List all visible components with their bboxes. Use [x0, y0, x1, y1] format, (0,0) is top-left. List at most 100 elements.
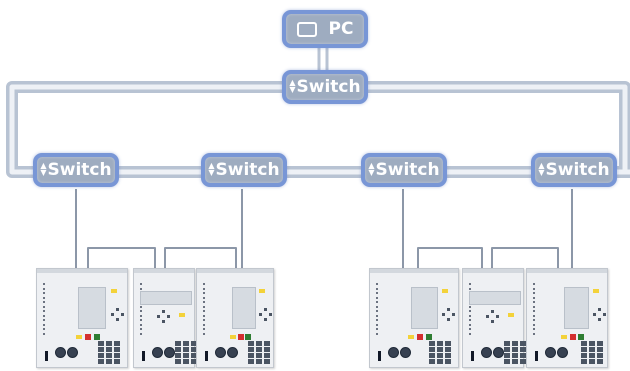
device-top-strip — [37, 269, 127, 273]
rotary-knob — [152, 347, 163, 358]
keypad-key — [581, 341, 588, 346]
switch-4[interactable]: ▲▼ Switch — [531, 153, 617, 187]
status-led — [203, 310, 205, 312]
keypad-key — [581, 347, 588, 352]
keypad-key — [445, 341, 452, 346]
nav-key — [490, 320, 494, 323]
keypad-key — [113, 347, 120, 352]
keypad-key — [437, 347, 444, 352]
rotary-knob — [227, 347, 238, 358]
keypad-key — [589, 353, 596, 358]
status-led — [533, 301, 535, 303]
function-key — [507, 313, 514, 317]
status-led — [533, 292, 535, 294]
trip-button — [237, 334, 244, 340]
rotary-knob — [557, 347, 568, 358]
status-led — [203, 292, 205, 294]
keypad-key — [174, 353, 181, 358]
keypad-key — [248, 341, 255, 346]
usb-port — [378, 351, 381, 361]
keypad-key — [190, 347, 197, 352]
status-led — [43, 292, 45, 294]
device-display — [78, 287, 107, 329]
keypad-key — [503, 347, 510, 352]
switch-2[interactable]: ▲▼ Switch — [201, 153, 287, 187]
keypad-key — [597, 359, 604, 364]
device-top-strip — [197, 269, 273, 273]
keypad-key — [105, 359, 112, 364]
keypad-key — [429, 347, 436, 352]
status-led — [376, 296, 378, 299]
close-button — [577, 334, 584, 340]
function-key — [178, 313, 185, 317]
switch-core[interactable]: ▲▼ Switch — [282, 70, 368, 104]
trip-button — [416, 334, 423, 340]
keypad-key — [97, 347, 104, 352]
keypad-key — [113, 359, 120, 364]
nav-key — [121, 313, 125, 316]
usb-port — [45, 351, 48, 361]
keypad-key — [264, 347, 271, 352]
status-led — [469, 314, 471, 317]
protection-relay-device[interactable] — [369, 268, 459, 368]
switch-arrows-icon: ▲▼ — [208, 161, 215, 177]
device-top-strip — [527, 269, 607, 273]
keypad-key — [511, 359, 518, 364]
status-led — [43, 310, 45, 312]
function-key — [442, 289, 448, 293]
keypad-key — [190, 353, 197, 358]
status-led — [203, 314, 205, 317]
keypad-key — [519, 347, 526, 352]
switch-label: Switch — [47, 160, 112, 180]
drop-lines — [75, 189, 573, 268]
nav-key — [447, 308, 451, 311]
rotary-knob — [55, 347, 66, 358]
keypad-key — [256, 359, 263, 364]
status-led — [533, 296, 535, 299]
status-led — [533, 305, 535, 308]
alarm-key — [407, 335, 414, 339]
keypad-key — [256, 347, 263, 352]
status-led — [203, 301, 205, 303]
pc-node[interactable]: PC — [282, 10, 368, 48]
switch-arrows-icon: ▲▼ — [368, 161, 375, 177]
keypad-key — [174, 341, 181, 346]
status-led — [203, 328, 205, 330]
keypad-key — [519, 341, 526, 346]
protection-relay-device[interactable] — [196, 268, 274, 368]
status-led — [43, 328, 45, 330]
keypad-key — [97, 359, 104, 364]
nav-key — [166, 315, 170, 318]
status-led — [203, 305, 205, 308]
protection-relay-device[interactable] — [36, 268, 128, 368]
protection-relay-device[interactable] — [462, 268, 526, 368]
status-led — [533, 332, 535, 335]
status-led — [140, 328, 142, 330]
nav-key — [264, 308, 268, 311]
keypad-key — [519, 359, 526, 364]
switch-1[interactable]: ▲▼ Switch — [33, 153, 119, 187]
nav-key — [602, 313, 606, 316]
status-led — [469, 283, 471, 285]
usb-port — [205, 351, 208, 361]
switch-arrows-icon: ▲▼ — [40, 161, 47, 177]
protection-relay-device[interactable] — [526, 268, 608, 368]
nav-key — [597, 318, 601, 321]
device-display — [410, 287, 438, 329]
status-led — [376, 305, 378, 308]
status-led — [469, 310, 471, 312]
keypad-key — [429, 353, 436, 358]
keypad-key — [174, 359, 181, 364]
status-led — [533, 319, 535, 321]
close-button — [94, 334, 101, 340]
device-display — [232, 287, 256, 329]
rotary-knob — [493, 347, 504, 358]
protection-relay-device[interactable] — [133, 268, 197, 368]
nav-key — [597, 308, 601, 311]
switch-3[interactable]: ▲▼ Switch — [361, 153, 447, 187]
status-led — [43, 323, 45, 326]
device-top-strip — [463, 269, 523, 273]
status-led — [140, 310, 142, 312]
status-led — [140, 305, 142, 308]
keypad-key — [511, 347, 518, 352]
